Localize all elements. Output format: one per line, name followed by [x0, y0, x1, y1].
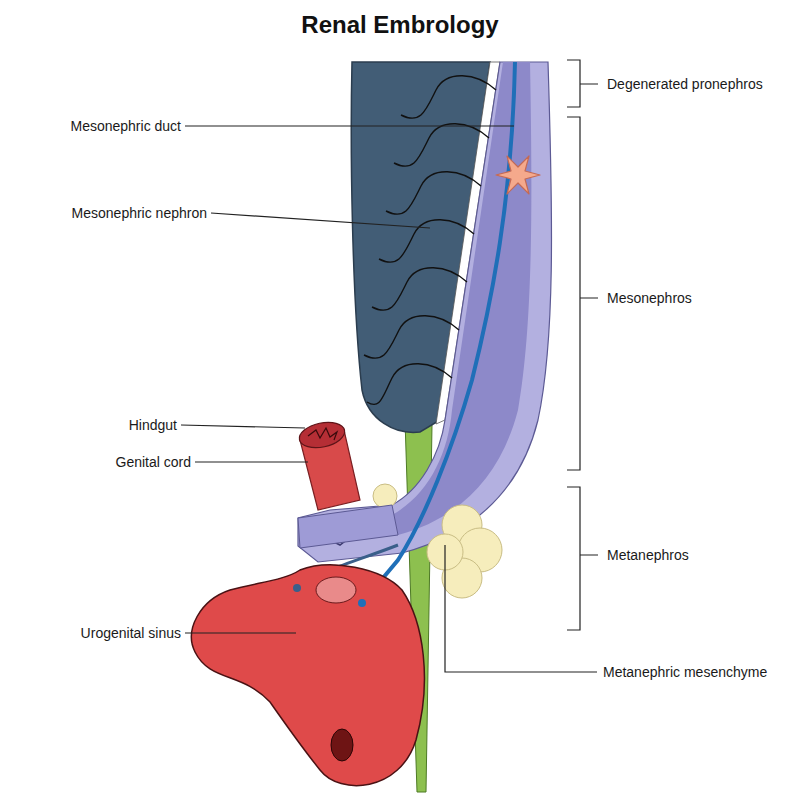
- brackets: [567, 60, 598, 630]
- leader-line: [195, 461, 308, 462]
- tubule: [401, 76, 496, 118]
- sinus-cut-surface: [316, 577, 356, 603]
- urogenital-sinus-shape: [192, 565, 425, 786]
- leader-line: [185, 125, 514, 126]
- part-label: Hindgut: [129, 416, 177, 434]
- hindgut-lumen: [297, 418, 347, 451]
- part-label: Urogenital sinus: [81, 624, 181, 642]
- glomerulus: [496, 156, 540, 194]
- hindgut-mucosa: [308, 428, 337, 440]
- part-label: Mesonephric duct: [70, 117, 181, 135]
- tubule: [394, 124, 489, 166]
- leader-lines: [181, 126, 597, 672]
- part-label: Metanephric mesenchyme: [603, 663, 767, 681]
- leader-line: [181, 425, 305, 428]
- part-label: Metanephros: [607, 546, 689, 564]
- nephron-tubules: [364, 76, 496, 405]
- tube-end: [293, 584, 301, 592]
- tube-end: [358, 599, 366, 607]
- mesenchyme-blob: [373, 484, 397, 508]
- diagram-title: Renal Embrology: [0, 10, 800, 40]
- part-label: Mesonephros: [607, 289, 692, 307]
- tubule: [372, 268, 467, 310]
- leader-line: [445, 545, 597, 672]
- tubule: [386, 172, 481, 214]
- part-label: Degenerated pronephros: [607, 75, 763, 93]
- part-label: Genital cord: [116, 453, 191, 471]
- tubule: [379, 220, 474, 262]
- band-crossing: [298, 505, 398, 548]
- part-label: Mesonephric nephron: [72, 204, 207, 222]
- tubule: [367, 364, 452, 405]
- bracket: [567, 60, 598, 107]
- sinus-opening: [331, 729, 353, 761]
- bracket: [567, 117, 598, 470]
- bracket: [567, 487, 598, 630]
- leader-line: [185, 632, 296, 633]
- leader-line: [211, 213, 430, 228]
- tubule: [364, 316, 459, 358]
